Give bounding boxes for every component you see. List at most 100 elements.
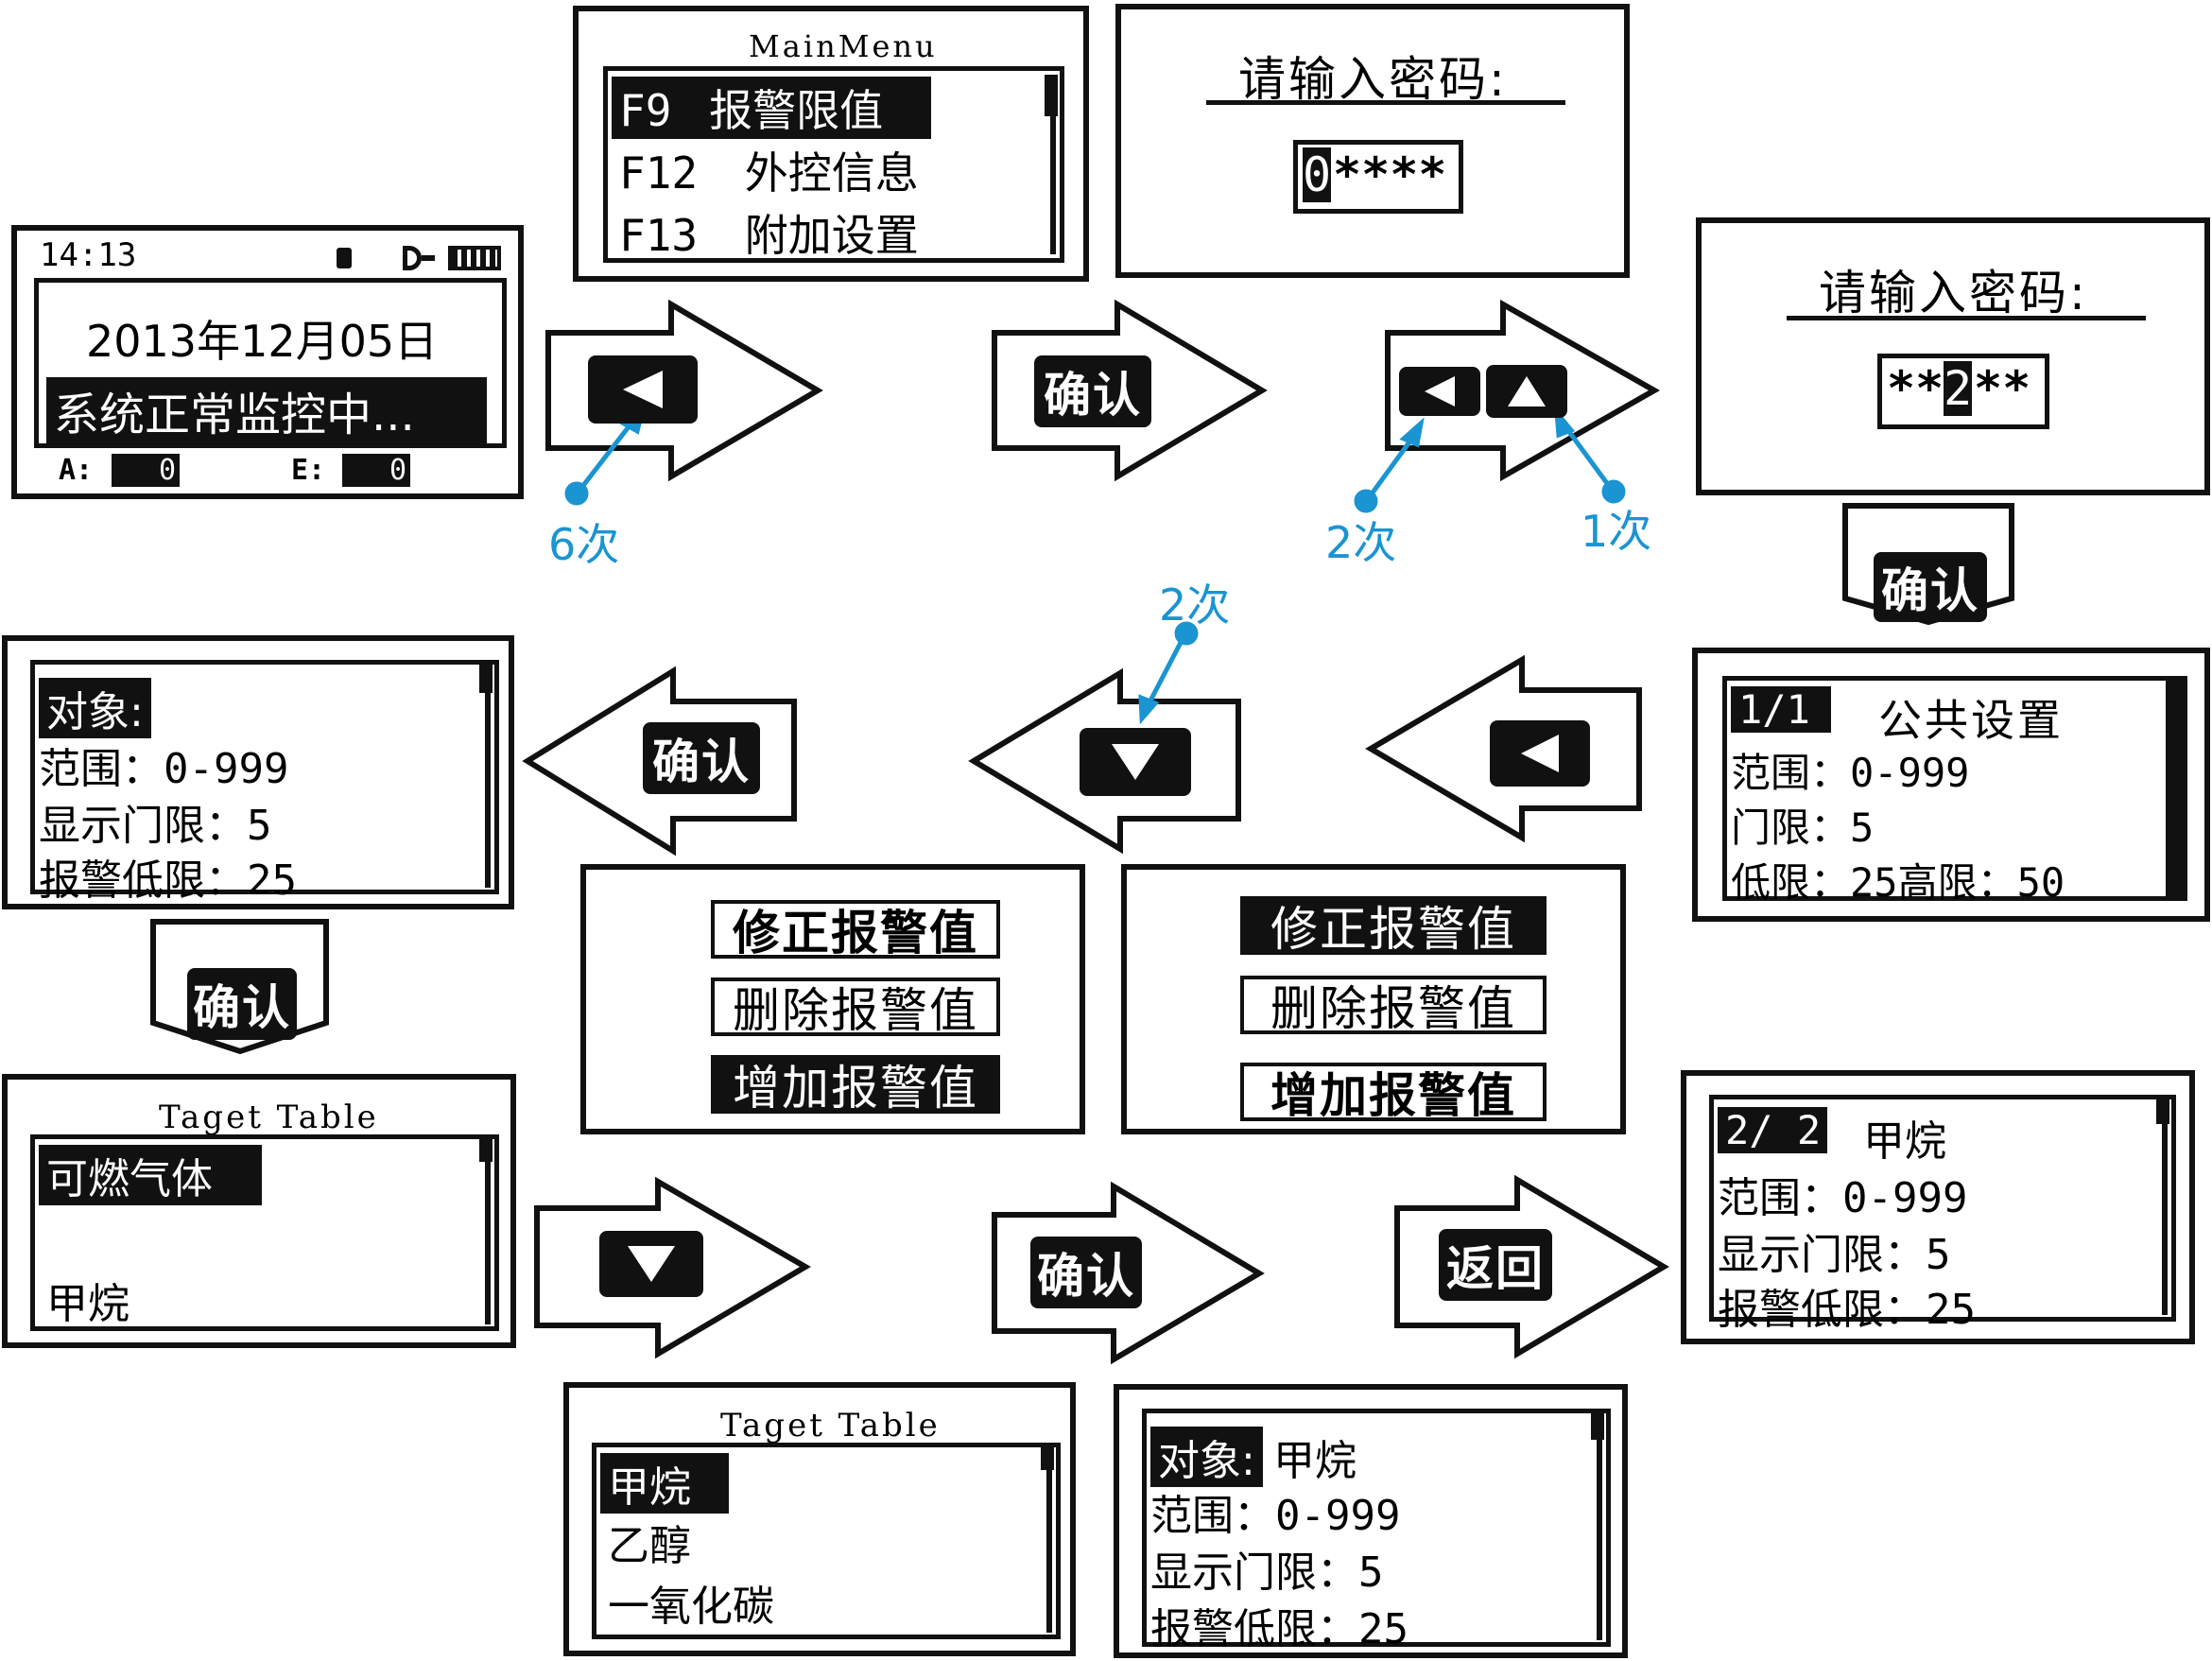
menu-item-f12[interactable]: F12 外控信息	[619, 139, 919, 201]
left-triangle-icon	[1521, 735, 1559, 772]
a-value: 0	[112, 454, 180, 487]
press-count-up-1x: 1次	[1581, 506, 1652, 557]
scrollbar[interactable]	[2162, 1099, 2168, 1315]
target-table-screen-2: Taget Table 甲烷 乙醇 一氧化碳	[563, 1382, 1076, 1656]
delete-alarm-button[interactable]: 删除报警值	[711, 978, 1000, 1038]
plug-icon	[403, 246, 422, 270]
alarm-low-line: 报警低限：25	[1150, 1605, 1408, 1653]
confirm-button[interactable]: 确认	[187, 968, 297, 1040]
alarm-low-line: 报警低限：25	[1718, 1286, 1976, 1334]
status-date: 2013年12月05日	[86, 316, 439, 367]
menu-item-code: F12	[619, 147, 699, 199]
press-count-left-2x: 2次	[1325, 517, 1397, 568]
alarm-low-line: 报警低限：25	[39, 856, 297, 905]
delete-alarm-button[interactable]: 删除报警值	[1240, 976, 1547, 1036]
scrollbar-thumb[interactable]	[2166, 681, 2183, 896]
range-line: 范围：0-999	[1718, 1174, 1968, 1222]
password-prompt: 请输入密码:	[1238, 52, 1508, 107]
target-item-carbon-monoxide[interactable]: 一氧化碳	[608, 1583, 774, 1631]
e-value: 0	[342, 454, 410, 487]
confirm-button[interactable]: 确认	[1030, 1237, 1142, 1308]
scrollbar[interactable]	[1597, 1413, 1602, 1640]
password-masked: ****	[1333, 147, 1447, 202]
menu-item-f13[interactable]: F13 附加设置	[619, 201, 919, 264]
menu-item-f9[interactable]: F9 报警限值	[612, 77, 931, 139]
confirm-label: 确认	[1881, 563, 1979, 618]
confirm-button[interactable]: 确认	[643, 722, 760, 794]
left-key-button[interactable]	[588, 355, 698, 424]
display-threshold-line: 显示门限：5	[1718, 1231, 1951, 1279]
password-masked-after: **	[1974, 361, 2031, 416]
object-screen-2: 对象: 甲烷 范围：0-999 显示门限：5 报警低限：25	[1114, 1384, 1628, 1658]
left-key-button[interactable]	[1490, 720, 1590, 787]
range-line: 范围：0-999	[39, 745, 289, 793]
threshold-line: 门限：5	[1731, 805, 1875, 851]
page-indicator: 1/1	[1731, 686, 1831, 733]
limits-line: 低限：25高限：50	[1731, 859, 2065, 906]
object-label: 对象:	[39, 678, 151, 738]
left-key-button[interactable]	[1399, 367, 1480, 416]
scrollbar-thumb	[1041, 1447, 1054, 1470]
page-indicator: 2/ 2	[1718, 1107, 1827, 1153]
modify-alarm-button[interactable]: 修正报警值	[711, 900, 1000, 960]
modify-alarm-button[interactable]: 修正报警值	[1240, 896, 1547, 957]
down-key-button[interactable]	[1080, 728, 1191, 796]
password-cursor-digit: 2	[1944, 361, 1973, 416]
scrollbar[interactable]	[485, 1139, 491, 1324]
methane-settings-screen: 2/ 2 甲烷 范围：0-999 显示门限：5 报警低限：25	[1681, 1070, 2195, 1344]
clock-time: 14:13	[40, 236, 137, 274]
battery-icon	[448, 246, 501, 270]
display-threshold-line: 显示门限：5	[1150, 1549, 1384, 1597]
target-table-title: Taget Table	[159, 1099, 379, 1136]
lock-icon	[337, 248, 352, 268]
main-menu-screen: MainMenu F9 报警限值 F12 外控信息 F13 附加设置	[573, 6, 1089, 282]
object-value: 甲烷	[1273, 1437, 1357, 1485]
scrollbar-thumb	[2156, 1099, 2169, 1124]
up-key-button[interactable]	[1486, 365, 1567, 418]
confirm-label: 确认	[193, 980, 291, 1035]
display-threshold-line: 显示门限：5	[39, 802, 272, 850]
alarm-menu-box-1: 修正报警值 删除报警值 增加报警值	[580, 864, 1085, 1134]
back-button[interactable]: 返回	[1439, 1229, 1552, 1301]
password-screen-1: 请输入密码: 0 ****	[1115, 4, 1630, 278]
down-key-button[interactable]	[599, 1231, 703, 1297]
range-line: 范围：0-999	[1150, 1492, 1401, 1540]
scrollbar-thumb	[479, 1139, 493, 1162]
password-field[interactable]	[1293, 140, 1463, 214]
prompt-underline	[1787, 316, 2146, 320]
scrollbar[interactable]	[1046, 1447, 1052, 1633]
menu-item-label: 外控信息	[744, 147, 919, 199]
target-item-combustible-gas[interactable]: 可燃气体	[39, 1145, 262, 1205]
menu-item-code: F9	[619, 85, 672, 136]
status-message: 系统正常监控中...	[46, 377, 487, 443]
main-menu-list: F9 报警限值 F12 外控信息 F13 附加设置	[603, 66, 1064, 263]
target-list: 甲烷 乙醇 一氧化碳	[592, 1443, 1061, 1639]
press-count-left-6x: 6次	[548, 519, 620, 570]
object-screen-1: 对象: 范围：0-999 显示门限：5 报警低限：25	[2, 635, 514, 909]
down-triangle-icon	[628, 1246, 675, 1282]
alarm-menu-box-2: 修正报警值 删除报警值 增加报警值	[1121, 864, 1626, 1134]
methane-title: 甲烷	[1863, 1117, 1946, 1166]
confirm-label: 确认	[1037, 1249, 1135, 1304]
password-prompt: 请输入密码:	[1819, 266, 2088, 320]
object-panel: 对象: 范围：0-999 显示门限：5 报警低限：25	[30, 660, 499, 905]
scrollbar[interactable]	[1050, 75, 1056, 254]
back-label: 返回	[1446, 1241, 1545, 1296]
object-panel: 对象: 甲烷 范围：0-999 显示门限：5 报警低限：25	[1142, 1409, 1611, 1653]
scrollbar[interactable]	[485, 665, 491, 888]
target-item-ethanol[interactable]: 乙醇	[608, 1522, 691, 1570]
target-item-methane[interactable]: 甲烷	[600, 1453, 729, 1514]
add-alarm-button[interactable]: 增加报警值	[711, 1055, 1000, 1116]
target-item-methane[interactable]: 甲烷	[46, 1280, 130, 1328]
target-list: 可燃气体 甲烷	[30, 1134, 499, 1331]
target-table-screen-1: Taget Table 可燃气体 甲烷	[2, 1074, 516, 1348]
password-field[interactable]	[1877, 354, 2049, 429]
confirm-button[interactable]: 确认	[1034, 355, 1151, 427]
public-settings-screen: 1/1 公共设置 范围：0-999 门限：5 低限：25高限：50	[1692, 648, 2210, 922]
password-cursor-digit: 0	[1303, 147, 1332, 202]
scrollbar-thumb	[1591, 1413, 1604, 1440]
add-alarm-button[interactable]: 增加报警值	[1240, 1063, 1547, 1123]
prompt-underline	[1206, 100, 1565, 105]
confirm-button[interactable]: 确认	[1874, 552, 1987, 622]
menu-item-label: 报警限值	[709, 85, 884, 136]
